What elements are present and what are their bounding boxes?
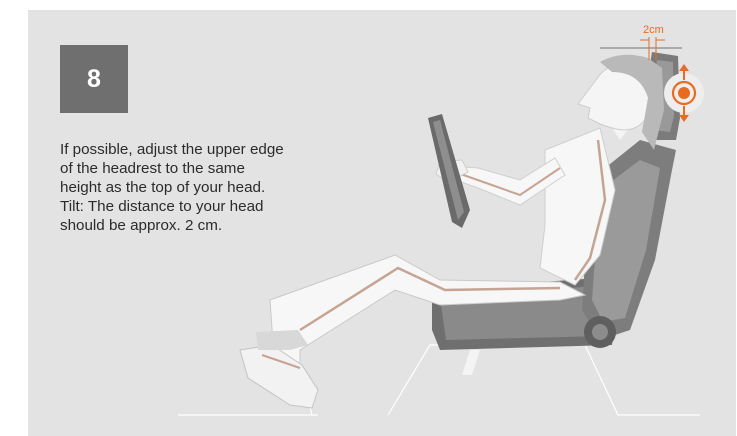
driver-figure-icon xyxy=(240,55,664,408)
distance-label: 2cm xyxy=(643,24,664,36)
